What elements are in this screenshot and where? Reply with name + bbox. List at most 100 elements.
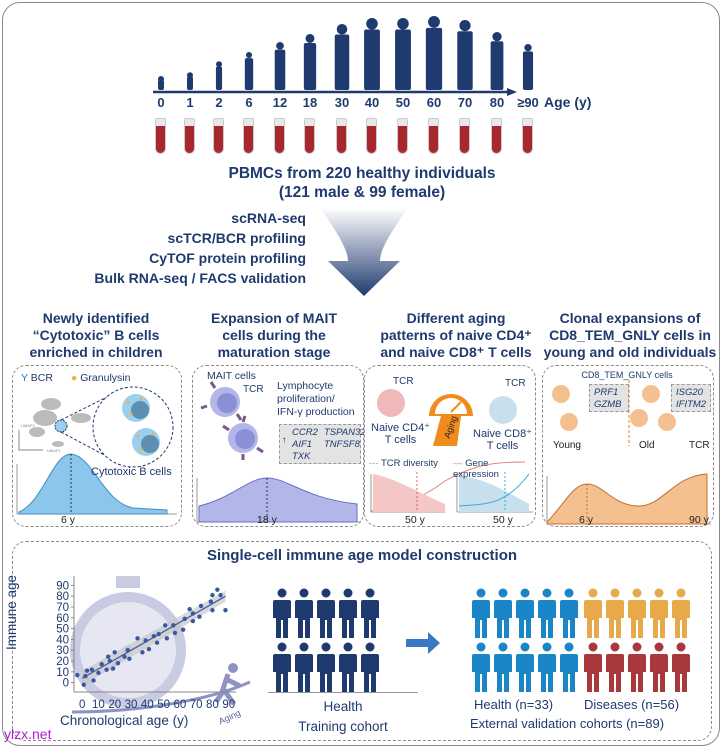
- person-icon: [295, 642, 313, 692]
- health-person-icon: [472, 642, 490, 692]
- health-person-icon: [538, 642, 556, 692]
- data-point: [164, 636, 170, 641]
- x-axis-label: Chronological age (y): [60, 713, 189, 728]
- panel1-peak-label: 6 y: [61, 514, 76, 526]
- age-axis-arrow: [507, 88, 517, 96]
- panel4-right-label: 90 y: [689, 514, 709, 526]
- y-tick-label: 40: [56, 634, 69, 646]
- panel3-right-label: 50 y: [493, 514, 513, 526]
- up-arrow-icon: ↑: [282, 435, 287, 446]
- age-label: 70: [457, 95, 473, 110]
- mait-gene-box: ↑ CCR2 TSPAN32 AIF1 TNFSF8 TXK: [279, 424, 366, 464]
- x-tick-label: 0: [79, 699, 85, 711]
- data-point: [182, 616, 187, 622]
- data-point: [125, 648, 130, 653]
- y-tick-label: 90: [56, 580, 69, 592]
- cd4-tcr-label: TCR: [393, 376, 414, 387]
- legend-tcr-diversity: ‐‐‐ TCR diversity: [369, 458, 438, 469]
- data-point: [210, 592, 215, 598]
- data-point: [190, 618, 196, 624]
- data-point: [110, 666, 116, 671]
- data-point: [198, 603, 204, 609]
- x-tick-label: 80: [206, 699, 219, 711]
- clonal-tcr-label: TCR: [689, 440, 710, 451]
- y-tick-label: 50: [56, 624, 69, 636]
- data-point: [154, 640, 160, 645]
- health-person-icon: [516, 588, 534, 638]
- disease-person-icon: [628, 588, 646, 638]
- data-point: [115, 660, 121, 666]
- age-label: 30: [334, 95, 350, 110]
- blood-tube-icon: [428, 118, 439, 154]
- person-icon: [273, 642, 291, 692]
- data-point: [156, 631, 161, 637]
- blood-tube-icon: [184, 118, 195, 154]
- umap-y-label: UMAP2: [21, 423, 36, 428]
- validation-diseases-label: Diseases (n=56): [584, 697, 680, 712]
- age-label: 0: [157, 95, 165, 110]
- health-person-icon: [538, 588, 556, 638]
- legend-bcr: Y BCR: [21, 372, 53, 384]
- cd8-label: Naive CD8⁺T cells: [473, 428, 532, 452]
- clonal-curve: [546, 473, 708, 525]
- blood-tube-icon: [397, 118, 408, 154]
- person-icon: [317, 642, 335, 692]
- panel3-left-label: 50 y: [405, 514, 425, 526]
- data-point: [163, 623, 168, 628]
- y-tick-label: 0: [63, 678, 69, 690]
- method-bulk: Bulk RNA-seq / FACS validation: [94, 270, 306, 286]
- data-point: [197, 614, 202, 619]
- person-silhouette-icon: [187, 72, 193, 90]
- person-icon: [295, 588, 313, 638]
- cohort-line1: PBMCs from 220 healthy individuals: [228, 165, 496, 182]
- validation-cohort-label: External validation cohorts (n=89): [470, 716, 665, 731]
- data-point: [140, 650, 145, 655]
- person-silhouette-icon: [522, 44, 534, 90]
- bcr-icon: Y: [21, 372, 28, 384]
- x-tick-label: 10: [92, 699, 105, 711]
- young-cell: [552, 385, 570, 403]
- disease-person-icon: [584, 642, 602, 692]
- training-health-label: Health: [323, 699, 363, 714]
- training-cohort-label: Training cohort: [298, 719, 388, 734]
- blood-tube-icon: [274, 118, 285, 154]
- data-point: [84, 668, 90, 673]
- mait-tcr-label: TCR: [243, 384, 264, 395]
- data-point: [106, 654, 111, 659]
- old-cell: [658, 413, 676, 431]
- age-label: 60: [426, 95, 442, 110]
- age-label: 50: [395, 95, 411, 110]
- data-point: [96, 670, 101, 676]
- old-cell: [630, 409, 648, 427]
- legend-granulysin: ● Granulysin: [71, 372, 131, 384]
- person-icon: [361, 588, 379, 638]
- funnel-arrow-icon: [320, 208, 408, 296]
- person-silhouette-icon: [425, 16, 443, 90]
- age-silhouettes: [153, 16, 534, 96]
- data-point: [215, 587, 220, 592]
- cd8-tcr-label: TCR: [505, 378, 526, 389]
- age-label: 40: [364, 95, 380, 110]
- old-cell: [642, 385, 660, 403]
- x-tick-label: 60: [173, 699, 186, 711]
- person-icon: [273, 588, 291, 638]
- panel-cytotoxic-b: Y BCR ● Granulysin UMAP2 UMAP1 Cytotoxic…: [12, 365, 182, 527]
- model-title: Single-cell immune age model constructio…: [206, 547, 518, 564]
- age-label: 1: [186, 95, 194, 110]
- cytotoxic-b-label: Cytotoxic B cells: [91, 466, 172, 478]
- blood-tube-icon: [155, 118, 166, 154]
- umap-highlight: [54, 419, 68, 433]
- watermark-logo: ylzx.net: [4, 726, 52, 742]
- disease-person-icon: [628, 642, 646, 692]
- person-icon: [339, 642, 357, 692]
- y-tick-label: 70: [56, 602, 69, 614]
- young-cell: [560, 413, 578, 431]
- cytotoxic-b-illustration: UMAP2 UMAP1: [16, 386, 177, 515]
- blood-tube-icon: [366, 118, 377, 154]
- age-label: 6: [245, 95, 253, 110]
- right-arrow-icon: [406, 632, 440, 654]
